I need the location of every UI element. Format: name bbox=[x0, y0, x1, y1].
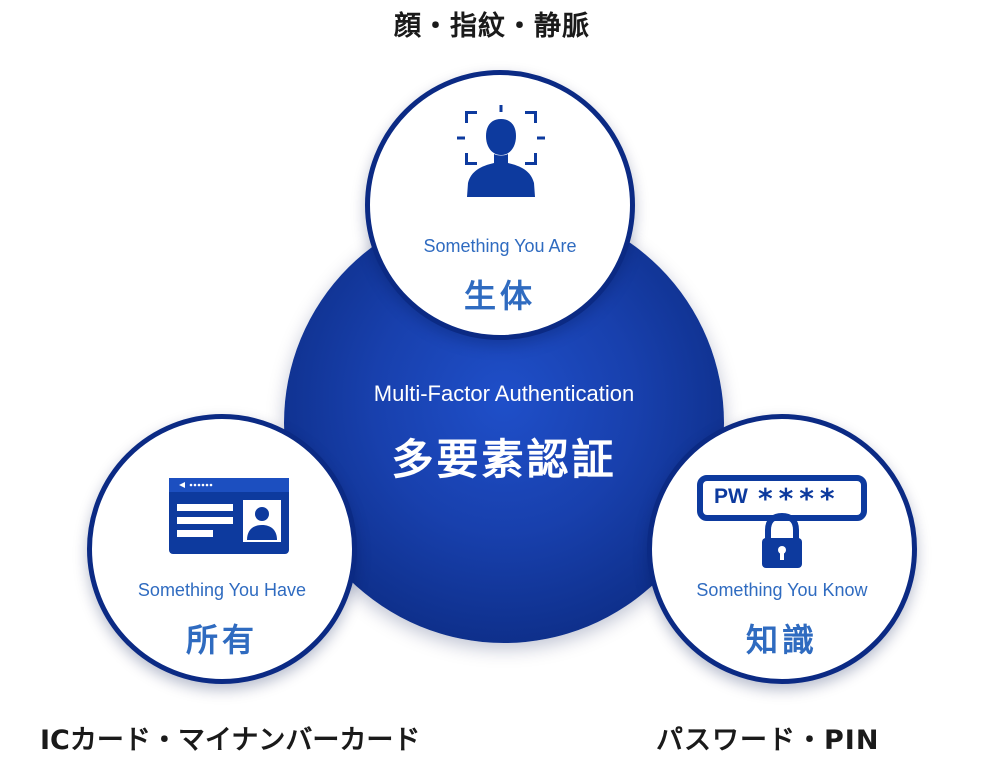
factor-biometric-ja: 生体 bbox=[463, 277, 536, 315]
password-lock-icon: PW **** bbox=[696, 474, 868, 569]
mfa-title-ja: 多要素認証 bbox=[391, 435, 617, 484]
caption-knowledge-examples: パスワード・PIN bbox=[656, 725, 880, 756]
factor-circle-knowledge: PW **** Something You Know 知識 bbox=[647, 414, 917, 684]
factor-circle-possession: Something You Have 所有 bbox=[87, 414, 357, 684]
factor-knowledge-ja: 知識 bbox=[745, 621, 818, 659]
caption-biometric-examples: 顔・指紋・静脈 bbox=[394, 11, 590, 42]
caption-possession-examples: ICカード・マイナンバーカード bbox=[40, 725, 421, 756]
factor-possession-ja: 所有 bbox=[185, 621, 258, 659]
face-scan-icon bbox=[457, 105, 545, 197]
factor-circle-biometric: Something You Are 生体 bbox=[365, 70, 635, 340]
pw-field-label: PW bbox=[714, 485, 748, 508]
factor-knowledge-en: Something You Know bbox=[696, 580, 868, 600]
mfa-title-en: Multi-Factor Authentication bbox=[373, 381, 635, 406]
factor-biometric-en: Something You Are bbox=[423, 236, 577, 256]
id-card-icon bbox=[169, 478, 289, 554]
factor-possession-en: Something You Have bbox=[137, 580, 307, 600]
pw-field-mask: **** bbox=[758, 482, 841, 515]
